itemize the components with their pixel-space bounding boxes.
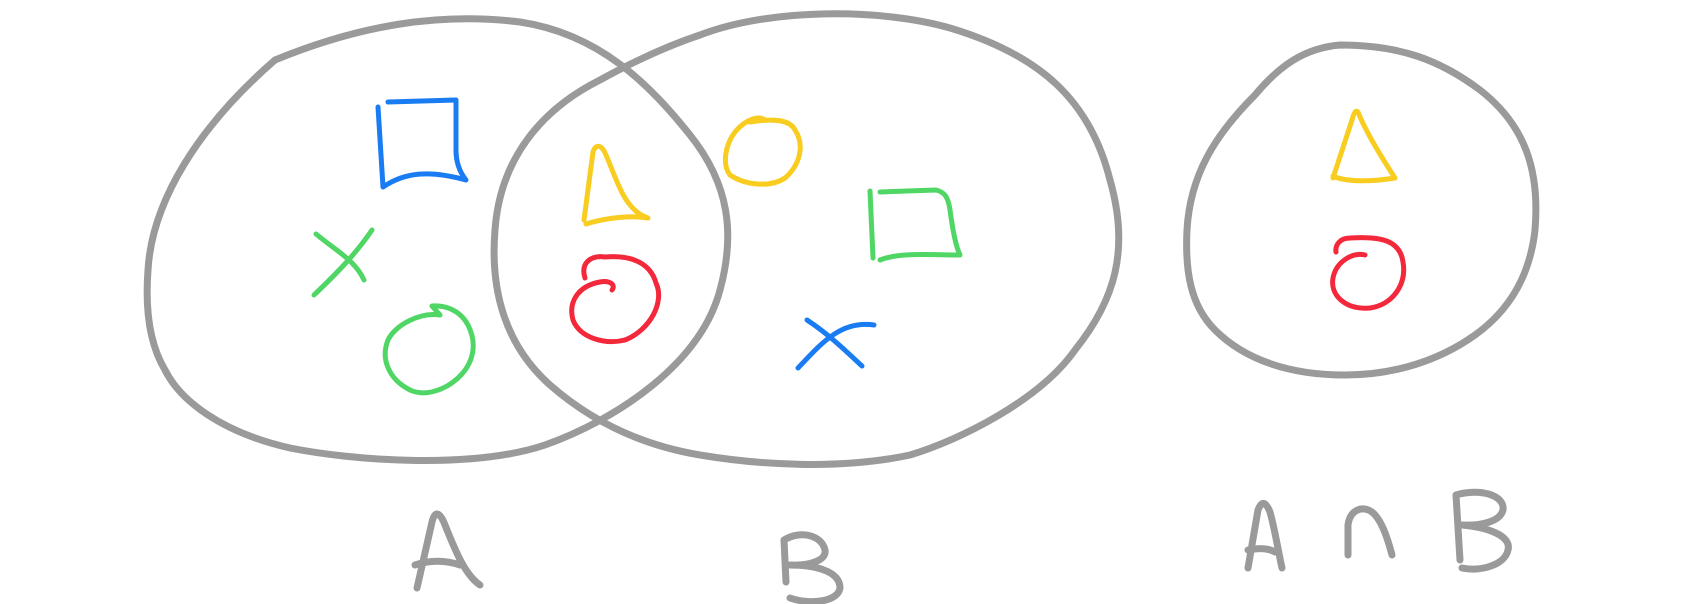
set-b-label: B: [814, 596, 816, 597]
red-circle-shared: [569, 254, 662, 345]
blue-square: [375, 97, 469, 190]
set-b-outline: [490, 10, 1123, 468]
yellow-triangle-shared: [581, 143, 651, 227]
blue-cross: [795, 317, 877, 371]
yellow-triangle-intersection: [1330, 108, 1398, 184]
intersection-outline: [1183, 41, 1540, 379]
label-b-glyph: [780, 531, 844, 604]
label-a-glyph: [411, 510, 484, 592]
set-a-outline: [143, 15, 732, 464]
red-circle-intersection: [1330, 235, 1407, 311]
green-cross: [311, 227, 375, 298]
label-intersection-glyph: [1244, 488, 1512, 573]
green-square: [867, 187, 963, 263]
intersection-label: A ∩ B: [1378, 596, 1382, 597]
green-circle-a: [382, 303, 476, 396]
set-a-label: A: [449, 596, 451, 597]
yellow-circle-b: [722, 115, 803, 187]
